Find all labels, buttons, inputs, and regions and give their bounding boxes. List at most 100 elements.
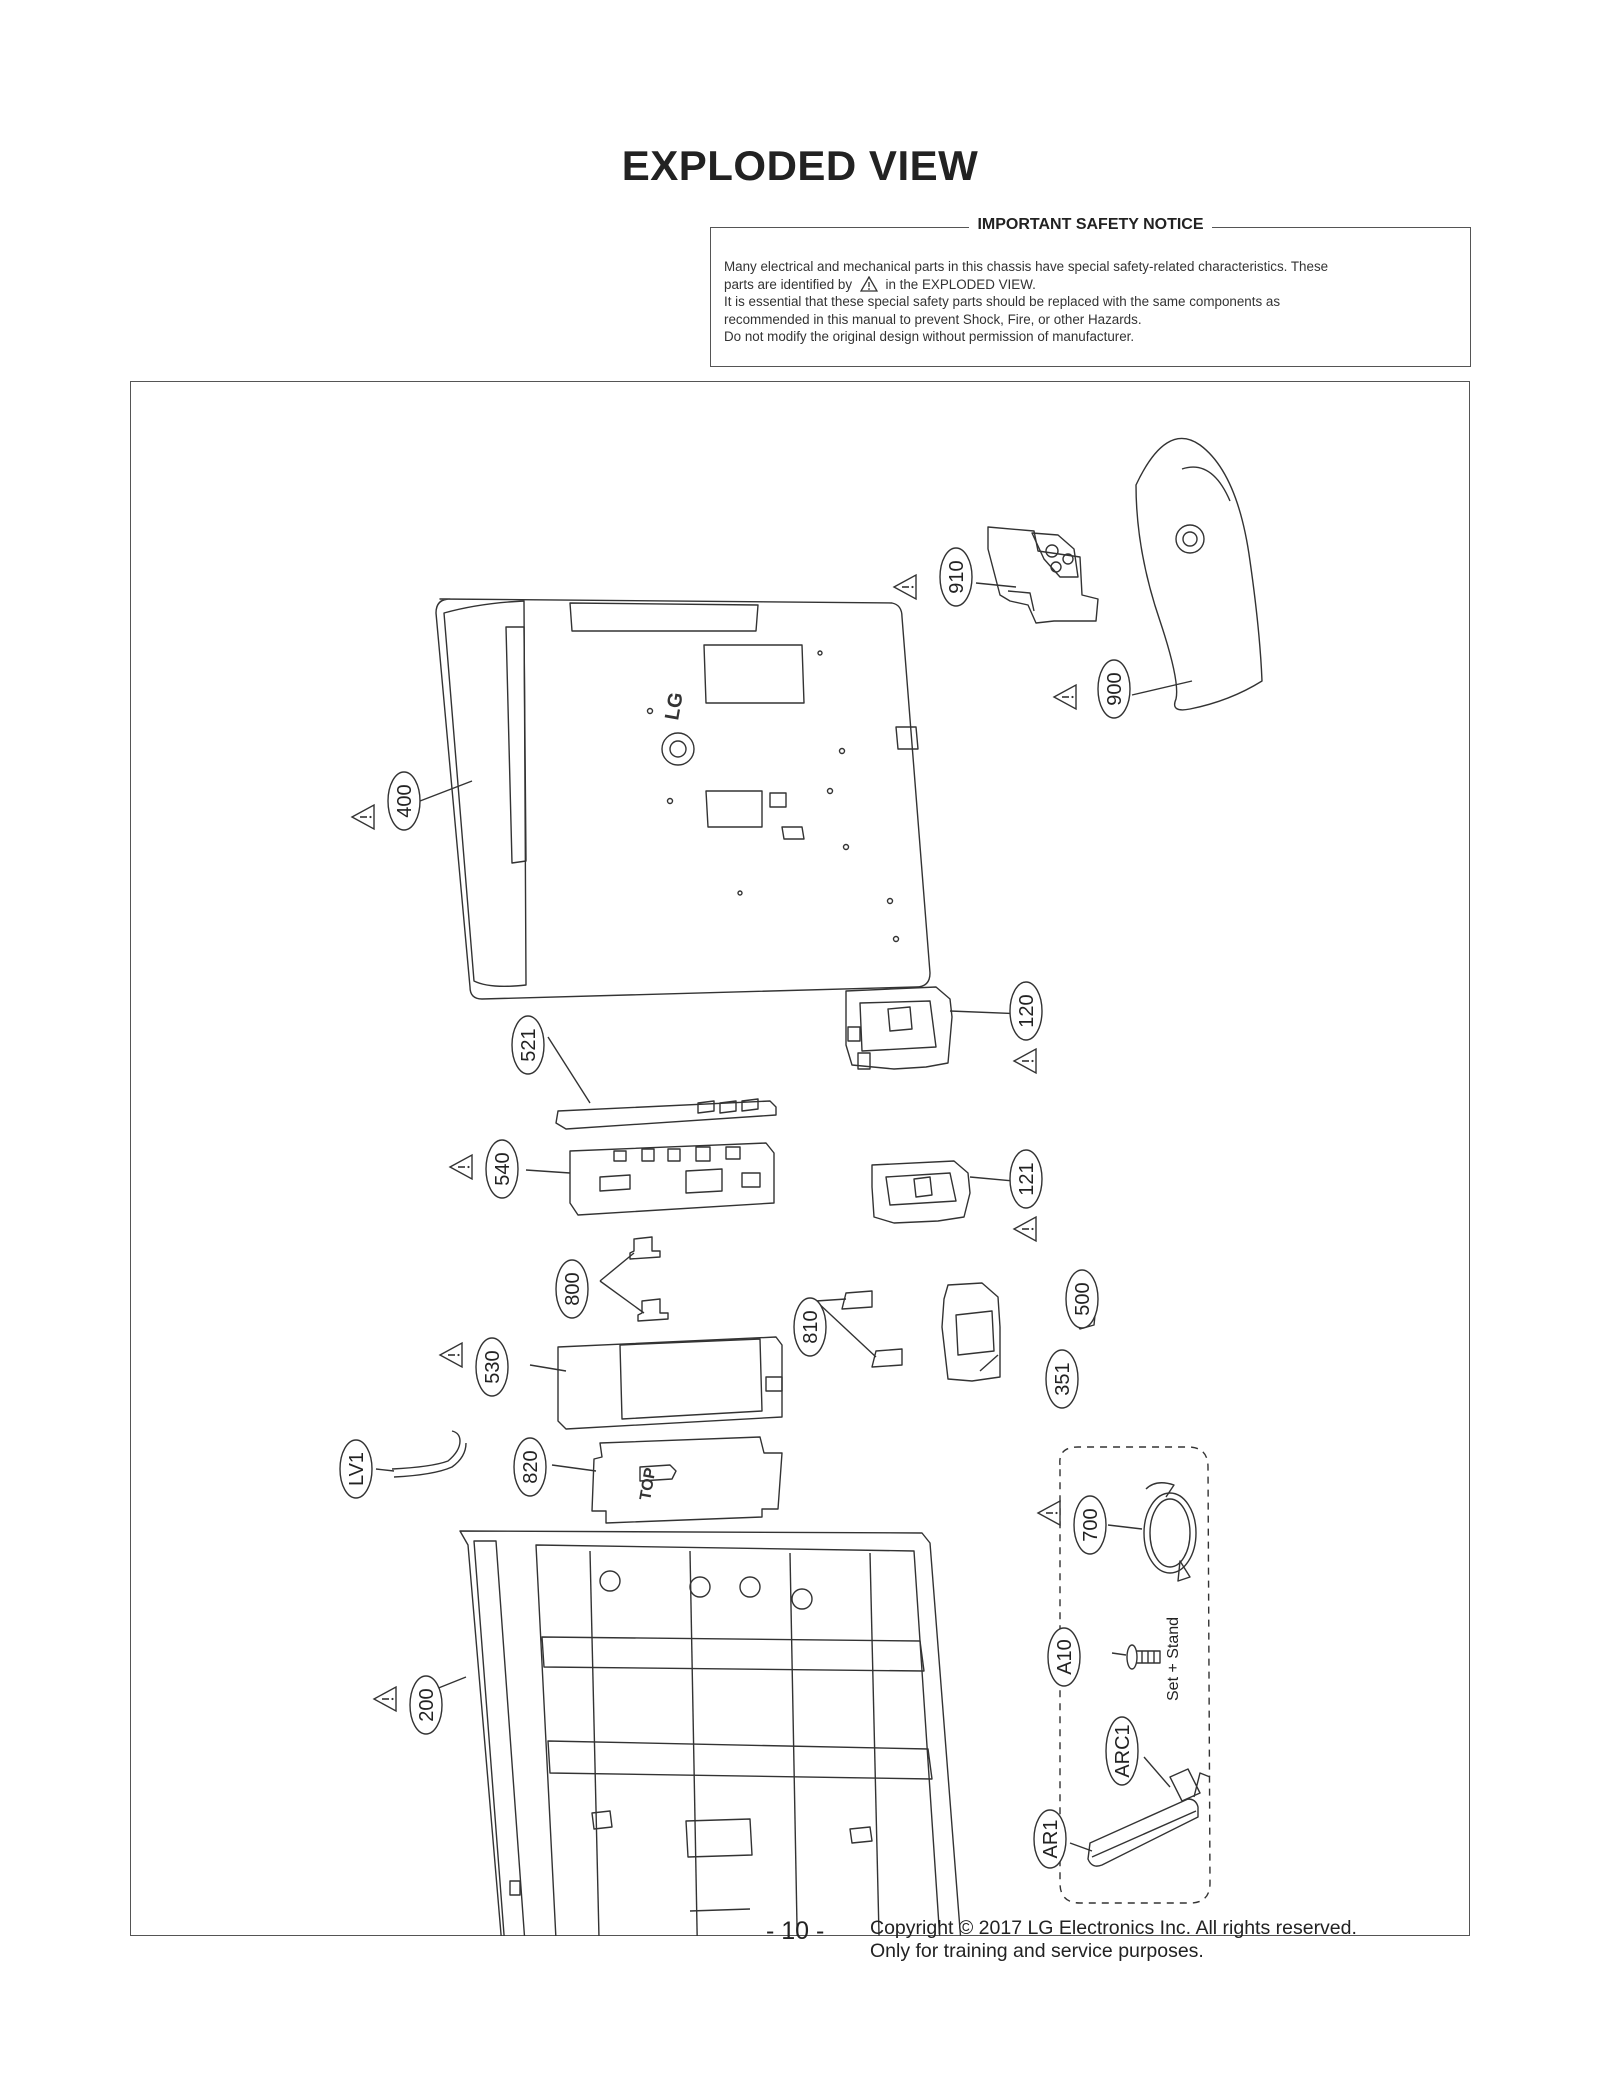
callout-label: 120 (1016, 994, 1038, 1027)
part-callout-arc1: ARC1 (1105, 1716, 1139, 1786)
warning-triangle-icon (350, 803, 375, 831)
callout-label: 530 (482, 1350, 504, 1383)
callout-label: 351 (1052, 1362, 1074, 1395)
callout-oval (1047, 1627, 1081, 1687)
callout-oval (387, 771, 421, 831)
callout-oval (485, 1139, 519, 1199)
warning-triangle-icon (438, 1341, 463, 1369)
callout-label: 810 (800, 1310, 822, 1343)
module-351-drawing (941, 1282, 1001, 1382)
bracket-121-drawing (871, 1160, 971, 1224)
callout-label: 400 (394, 784, 416, 817)
bracket-800-drawing (629, 1236, 669, 1322)
warning-triangle-icon (1012, 1215, 1037, 1243)
callout-oval (1105, 1716, 1139, 1786)
warning-triangle-icon (1012, 1047, 1037, 1075)
bracket-120-drawing (845, 986, 953, 1070)
callout-label: 800 (562, 1272, 584, 1305)
callout-oval (511, 1015, 545, 1075)
part-callout-400: 400 (387, 771, 421, 831)
back-cover-logo-text: LG (661, 691, 687, 722)
callout-oval (1065, 1269, 1099, 1329)
callout-label: ARC1 (1112, 1724, 1134, 1777)
power-cord-700-drawing (1143, 1482, 1197, 1582)
callout-oval (409, 1675, 443, 1735)
part-callout-500: 500 (1065, 1269, 1099, 1329)
callout-oval (1045, 1349, 1079, 1409)
callout-label: 200 (416, 1688, 438, 1721)
part-callout-800: 800 (555, 1259, 589, 1319)
part-callout-910: 910 (939, 547, 973, 607)
part-callout-530: 530 (475, 1337, 509, 1397)
part-callout-540: 540 (485, 1139, 519, 1199)
safety-notice-line: Do not modify the original design withou… (724, 329, 1135, 345)
callout-label: 910 (946, 560, 968, 593)
stand-base-drawing (1135, 437, 1263, 711)
exploded-view-frame (130, 381, 1470, 1936)
callout-label: LV1 (346, 1452, 368, 1486)
callout-oval (339, 1439, 373, 1499)
callout-oval (555, 1259, 589, 1319)
callout-oval (1009, 981, 1043, 1041)
callout-label: A10 (1054, 1639, 1076, 1675)
warning-triangle-icon (448, 1153, 473, 1181)
callout-oval (793, 1297, 827, 1357)
warning-triangle-icon (372, 1685, 397, 1713)
callout-label: 500 (1072, 1282, 1094, 1315)
guide-sheet-arrow-text: TOP (637, 1466, 659, 1501)
back-cover-drawing (435, 598, 931, 1000)
safety-notice-heading: IMPORTANT SAFETY NOTICE (969, 216, 1212, 233)
callout-oval (513, 1437, 547, 1497)
part-callout-820: 820 (513, 1437, 547, 1497)
part-callout-120: 120 (1009, 981, 1043, 1041)
warning-triangle-icon (859, 275, 878, 292)
safety-notice-text: parts are identified by (724, 276, 853, 292)
part-callout-700: 700 (1073, 1495, 1107, 1555)
callout-label: 820 (520, 1450, 542, 1483)
part-callout-121: 121 (1009, 1149, 1043, 1209)
bracket-810-drawing (841, 1290, 903, 1368)
warning-triangle-icon (1052, 683, 1077, 711)
copyright-notice: Copyright © 2017 LG Electronics Inc. All… (870, 1917, 1357, 1963)
frame-521-drawing (555, 1098, 777, 1130)
guide-sheet-820-drawing (591, 1436, 783, 1524)
safety-notice-line: It is essential that these special safet… (724, 294, 1281, 310)
callout-label: 121 (1016, 1162, 1038, 1195)
callout-label: 540 (492, 1152, 514, 1185)
callout-oval (939, 547, 973, 607)
callout-oval (1033, 1809, 1067, 1869)
safety-notice-body: Many electrical and mechanical parts in … (724, 258, 1457, 346)
cable-lv1-drawing (391, 1430, 467, 1478)
part-callout-ar1: AR1 (1033, 1809, 1067, 1869)
safety-notice-line: Many electrical and mechanical parts in … (724, 259, 1329, 274)
part-callout-810: 810 (793, 1297, 827, 1357)
part-callout-200: 200 (409, 1675, 443, 1735)
power-board-530-drawing (557, 1336, 783, 1430)
page-title: EXPLODED VIEW (621, 142, 979, 189)
warning-triangle-icon (892, 573, 917, 601)
screw-a10-drawing (1126, 1644, 1161, 1670)
callout-label: 521 (518, 1028, 540, 1061)
callout-oval (1097, 659, 1131, 719)
callout-label: 700 (1080, 1508, 1102, 1541)
display-module-200-drawing (459, 1530, 962, 1936)
page-number: - 10 - (766, 1917, 825, 1945)
callout-label: AR1 (1040, 1820, 1062, 1859)
exploded-view-diagram: LG TOP Set + Stand 910 900 400 120 521 540 121… (339, 437, 1263, 1936)
remote-control-ar1-drawing (1087, 1798, 1199, 1867)
set-stand-note: Set + Stand (1165, 1617, 1182, 1701)
part-callout-900: 900 (1097, 659, 1131, 719)
copyright-line: Only for training and service purposes. (870, 1940, 1204, 1962)
leader-lines (375, 582, 1193, 1852)
safety-notice-line: recommended in this manual to prevent Sh… (724, 311, 1142, 327)
safety-notice-box: IMPORTANT SAFETY NOTICE Many electrical … (710, 216, 1471, 367)
callout-oval (1009, 1149, 1043, 1209)
safety-notice-text: in the EXPLODED VIEW. (885, 276, 1036, 292)
part-callout-521: 521 (511, 1015, 545, 1075)
part-callout-351: 351 (1045, 1349, 1079, 1409)
part-callout-lv1: LV1 (339, 1439, 373, 1499)
battery-arc1-drawing (1169, 1768, 1211, 1802)
accessories-group-outline (1059, 1446, 1211, 1904)
safety-warnings (350, 573, 1077, 1713)
